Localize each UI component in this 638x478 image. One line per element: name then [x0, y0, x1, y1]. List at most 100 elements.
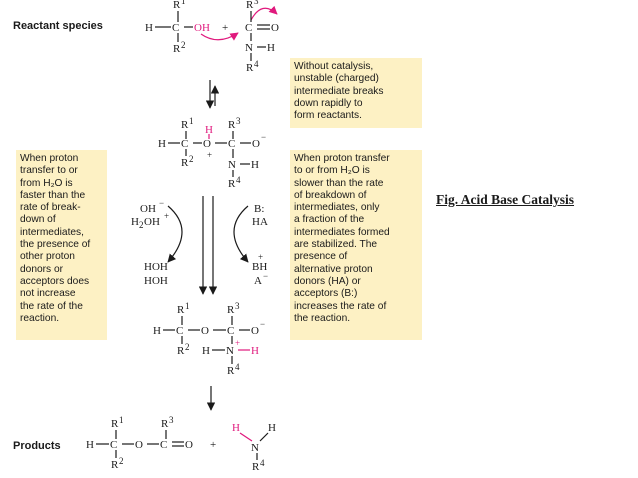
hydronium-subscript: 2	[139, 220, 144, 230]
bond-line	[259, 432, 269, 442]
stabilized-intermediate: R 1 H C O R 3 C O − R 2 H N + H R 4	[153, 301, 265, 377]
note-line: are stabilized. The	[294, 239, 378, 251]
r3-label: R	[246, 0, 254, 11]
atom-c: C	[228, 138, 235, 150]
plus-charge: +	[207, 150, 212, 160]
note-line: the presence of	[20, 239, 91, 251]
atom-h-pink: H	[232, 422, 240, 434]
r1-label: R	[173, 0, 181, 11]
note-line: form reactants.	[294, 110, 362, 122]
electron-arrow	[200, 32, 239, 41]
minus-charge: −	[260, 319, 265, 329]
atom-o: O	[185, 439, 193, 451]
note-line: rate of break-	[20, 202, 81, 214]
minus-charge: −	[159, 198, 164, 208]
note-line: presence of	[294, 251, 348, 263]
left-catalysts: OH − H 2 OH + HOH HOH	[131, 198, 169, 287]
note-line: increases the rate of	[294, 300, 387, 312]
r3-label: R	[161, 418, 169, 430]
r2-superscript: 2	[189, 154, 194, 164]
note-line: transfer to or	[20, 165, 78, 177]
r4-superscript: 4	[236, 175, 241, 185]
r2-superscript: 2	[181, 40, 186, 50]
atom-c: C	[110, 439, 117, 451]
conjugate-base: A	[254, 275, 262, 287]
r4-label: R	[227, 365, 235, 377]
note-line: slower than the rate	[294, 177, 384, 189]
atom-n: N	[245, 42, 253, 54]
note-line: When proton transfer	[294, 153, 390, 164]
reactant-alcohol: R 1 H C OH R 2	[145, 0, 210, 55]
acid: HA	[252, 216, 268, 228]
atom-c: C	[160, 439, 167, 451]
curved-arrow-left	[167, 205, 183, 263]
note-line: other proton	[20, 251, 75, 263]
plus-charge: +	[164, 211, 169, 221]
atom-h-pink: H	[205, 124, 213, 136]
atom-h: H	[153, 325, 161, 337]
note-line: intermediates formed	[294, 226, 390, 238]
water: HOH	[144, 261, 168, 273]
hydronium-oh: OH	[144, 216, 160, 228]
note-line: a fraction of the	[294, 214, 365, 226]
conjugate-acid: BH	[252, 261, 267, 273]
minus-charge: −	[261, 132, 266, 142]
atom-h: H	[251, 159, 259, 171]
atom-h: H	[158, 138, 166, 150]
atom-h-pink: H	[251, 345, 259, 357]
atom-n: N	[226, 345, 234, 357]
note-line: donors (HA) or	[294, 275, 361, 287]
note-line: intermediates, only	[294, 202, 380, 214]
atom-n: N	[251, 442, 259, 454]
curved-arrow-right	[233, 205, 249, 263]
r3-superscript: 3	[235, 301, 240, 311]
ester-product: R 1 H C O R 3 C O R 2	[86, 415, 193, 471]
atom-o: O	[252, 138, 260, 150]
r4-superscript: 4	[235, 362, 240, 372]
atom-o: O	[271, 22, 279, 34]
note-line: reaction.	[20, 312, 60, 324]
atom-o: O	[201, 325, 209, 337]
r4-label: R	[228, 178, 236, 190]
right-catalysts: B: HA + BH A −	[252, 203, 268, 287]
note-without-catalysis: Without catalysis, unstable (charged) in…	[290, 58, 422, 128]
amine-product: H H N R 4	[232, 422, 276, 473]
r1-label: R	[111, 418, 119, 430]
note-line: unstable (charged)	[294, 73, 379, 85]
r3-superscript: 3	[236, 116, 241, 126]
atom-c: C	[227, 325, 234, 337]
note-line: intermediate breaks	[294, 85, 384, 97]
plus-charge: +	[258, 252, 263, 262]
note-line: When proton	[20, 153, 79, 164]
note-line: to or from H₂O is	[294, 165, 370, 177]
r1-superscript: 1	[119, 415, 124, 425]
reactant-species-label: Reactant species	[13, 20, 103, 32]
r2-label: R	[173, 43, 181, 55]
atom-n: N	[228, 159, 236, 171]
r4-label: R	[252, 461, 260, 473]
atom-h: H	[86, 439, 94, 451]
r4-label: R	[246, 62, 254, 74]
plus-sign: +	[222, 22, 228, 34]
plus-sign: +	[210, 439, 216, 451]
note-line: of breakdown of	[294, 189, 367, 201]
atom-c: C	[181, 138, 188, 150]
r1-superscript: 1	[185, 301, 190, 311]
tetrahedral-intermediate: R 1 H C H O + R 3 C O − R 2 N H R 4	[158, 116, 266, 190]
note-line: the rate of the	[20, 300, 83, 312]
r2-superscript: 2	[185, 342, 190, 352]
r3-label: R	[227, 304, 235, 316]
note-line: acceptors (B:)	[294, 288, 358, 300]
figure-caption: Fig. Acid Base Catalysis	[436, 192, 575, 207]
reactant-amide: R 3 C O N H R 4	[245, 0, 279, 74]
note-line: acceptors does	[20, 275, 90, 287]
note-line: down of	[20, 214, 56, 226]
atom-c: C	[176, 325, 183, 337]
r3-label: R	[228, 119, 236, 131]
r2-label: R	[177, 345, 185, 357]
note-line: from H₂O is	[20, 177, 73, 189]
atom-o: O	[251, 325, 259, 337]
base: B:	[254, 203, 264, 215]
note-slow-proton-transfer: When proton transfer to or from H₂O is s…	[290, 150, 422, 340]
